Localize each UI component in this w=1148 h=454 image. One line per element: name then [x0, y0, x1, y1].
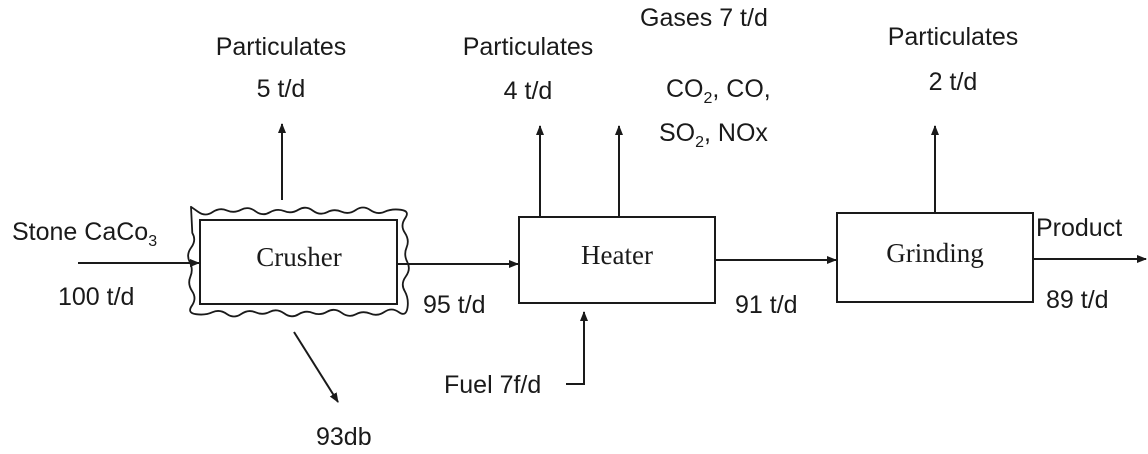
heater-particulates-label: Particulates	[463, 33, 594, 61]
feed-name: Stone CaCo3	[12, 218, 157, 250]
crusher-box	[199, 219, 398, 305]
heater-box	[518, 216, 716, 304]
grinding-label: Grinding	[886, 238, 984, 268]
grinding-box	[836, 212, 1034, 303]
crusher-waste-arrow	[293, 331, 339, 403]
gases-co: , CO,	[712, 75, 770, 103]
feed-name-text: Stone CaCo	[12, 218, 148, 246]
crusher-dust-outline	[187, 205, 410, 318]
gases-title: Gases 7 t/d	[640, 4, 768, 32]
fuel-label: Fuel 7f/d	[444, 371, 541, 399]
crusher-waste-label: 93db	[316, 423, 372, 451]
crusher-particulates-rate: 5 t/d	[257, 75, 306, 103]
heater-particulates-rate: 4 t/d	[504, 77, 553, 105]
feed-rate: 100 t/d	[58, 283, 134, 311]
gases-so2: SO	[659, 119, 695, 147]
gases-nox: , NOx	[704, 119, 768, 147]
grinding-particulates-rate: 2 t/d	[929, 68, 978, 96]
gases-line-2: SO2, NOx	[659, 119, 768, 151]
crusher-label: Crusher	[256, 242, 341, 272]
heater-label: Heater	[581, 240, 653, 270]
fuel-arrow	[566, 311, 588, 385]
gases-line-1: CO2, CO,	[666, 75, 771, 107]
gases-co2-subscript: 2	[704, 90, 713, 107]
grinding-particulates-label: Particulates	[888, 23, 1019, 51]
gases-co2: CO	[666, 75, 704, 103]
crusher-particulates-label: Particulates	[216, 33, 347, 61]
product-rate: 89 t/d	[1046, 286, 1109, 314]
gases-so2-subscript: 2	[695, 134, 704, 151]
heater-out-rate: 91 t/d	[735, 291, 798, 319]
product-label: Product	[1036, 214, 1122, 242]
feed-name-subscript: 3	[148, 233, 157, 250]
crusher-out-rate: 95 t/d	[423, 291, 486, 319]
